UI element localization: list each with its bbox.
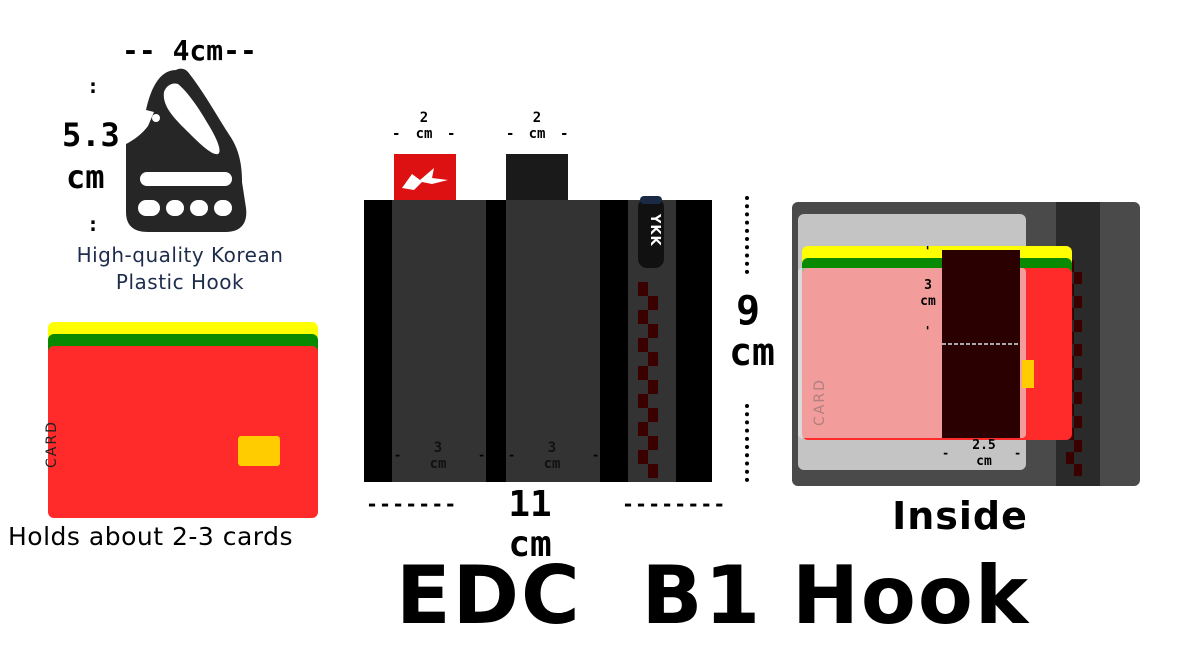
- height-dash-bottom: [745, 404, 753, 482]
- inside-slot-tick-bottom: ': [924, 324, 932, 338]
- logo-icon: [402, 168, 448, 190]
- zipper-track: [638, 282, 658, 478]
- hook-width-label: -- 4cm--: [122, 34, 257, 67]
- height-dim-unit: cm: [729, 330, 775, 374]
- hook-height-tick-bottom: :: [87, 212, 100, 236]
- wallet-front: [364, 154, 712, 482]
- tab1-dim-dash-left: -: [392, 126, 401, 142]
- tab2-dim-num: 2: [532, 110, 542, 126]
- wallet-inside: [792, 202, 1140, 486]
- inside-slot-width-num: 2.5: [972, 438, 996, 453]
- inside-slot-height-num: 3: [924, 278, 932, 293]
- tab2-dim-dash-right: -: [560, 126, 569, 142]
- hook-caption-line2: Plastic Hook: [115, 270, 245, 294]
- tab2-dim-dash-left: -: [506, 126, 515, 142]
- pocket2-dash-right: -: [592, 448, 600, 462]
- inside-slot-width-unit: cm: [976, 454, 992, 469]
- card-red: [48, 346, 318, 518]
- width-dim-num: 11: [508, 484, 552, 525]
- inside-slot-tick-top: ': [924, 244, 932, 258]
- inside-slot-width-dash-right: -: [1014, 446, 1022, 460]
- pocket1-dim-unit: cm: [429, 456, 447, 472]
- inside-slot-height-unit: cm: [920, 294, 936, 309]
- pocket1-dim-num: 3: [433, 440, 443, 456]
- hook-height-label-unit: cm: [66, 158, 105, 196]
- card-chip-icon: [238, 436, 280, 466]
- pocket1-dash-left: -: [394, 448, 402, 462]
- black-tab: [506, 154, 568, 202]
- inside-card-chip-icon: [1022, 360, 1034, 388]
- inside-caption: Inside: [892, 494, 1028, 538]
- inside-card-label: CARD: [812, 378, 828, 426]
- tab1-dim-unit: cm: [415, 126, 433, 142]
- card-label: CARD: [44, 420, 60, 468]
- pocket1-dash-right: -: [478, 448, 486, 462]
- hook-height-tick-top: :: [87, 74, 100, 98]
- hook-height-label-value: 5.3: [62, 116, 120, 154]
- height-dim-num: 9: [735, 288, 761, 334]
- tab2-dim-unit: cm: [528, 126, 546, 142]
- width-dash-right: --------: [622, 492, 727, 516]
- height-dash-top: [745, 196, 753, 274]
- strap-left: [364, 200, 392, 482]
- hook-caption-line1: High-quality Korean: [76, 243, 284, 267]
- plastic-hook-icon: [126, 68, 247, 232]
- inside-slot-width-dash-left: -: [942, 446, 950, 460]
- tab1-dim-num: 2: [419, 110, 429, 126]
- width-dim-unit: cm: [508, 524, 552, 565]
- pocket2-dash-left: -: [508, 448, 516, 462]
- product-title: EDC B1 Hook: [396, 549, 1031, 642]
- zipper-pull: [638, 198, 664, 268]
- strap-mid-right: [600, 200, 628, 482]
- pocket2-dim-unit: cm: [543, 456, 561, 472]
- zipper-brand: YKK: [647, 214, 662, 247]
- strap-right: [676, 200, 712, 482]
- strap-mid-left: [486, 200, 506, 482]
- tab1-dim-dash-right: -: [447, 126, 456, 142]
- card-stack: [48, 322, 318, 518]
- cards-caption: Holds about 2-3 cards: [8, 522, 294, 551]
- width-dash-left: -------: [366, 492, 458, 516]
- pocket2-dim-num: 3: [547, 440, 557, 456]
